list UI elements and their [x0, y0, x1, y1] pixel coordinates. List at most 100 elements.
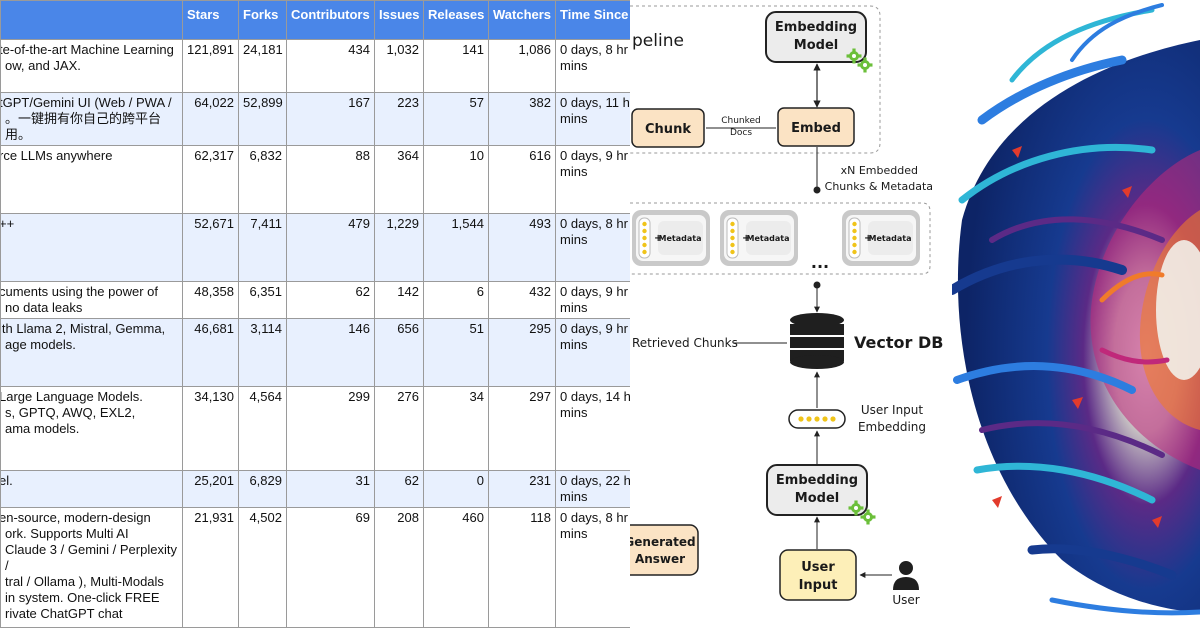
table-row[interactable]: cuments using the power of no data leaks…: [0, 281, 630, 319]
col-header-stars[interactable]: Stars: [182, 0, 239, 40]
table-row[interactable]: en-source, modern-design ork. Supports M…: [0, 507, 630, 628]
table-row[interactable]: Large Language Models. s, GPTQ, AWQ, EXL…: [0, 386, 630, 471]
cell-stars: 34,130: [182, 386, 239, 471]
cell-time-since-commit: 0 days, 22 h mins: [555, 470, 630, 508]
metadata-card[interactable]: + Metadata: [719, 209, 799, 267]
cell-releases: 460: [423, 507, 489, 628]
cell-contributors: 88: [286, 145, 375, 214]
cell-issues: 208: [374, 507, 424, 628]
cell-forks: 4,502: [238, 507, 287, 628]
cell-time-since-commit: 0 days, 9 hr mins: [555, 281, 630, 319]
svg-text:Metadata: Metadata: [659, 234, 702, 243]
cell-issues: 364: [374, 145, 424, 214]
cell-watchers: 493: [488, 213, 556, 282]
svg-text:Model: Model: [795, 491, 839, 506]
cell-watchers: 1,086: [488, 39, 556, 93]
cell-forks: 4,564: [238, 386, 287, 471]
col-header-contributors[interactable]: Contributors: [286, 0, 375, 40]
abstract-artwork: [952, 0, 1200, 630]
rag-pipeline-diagram: peline Embedding Model Chunk Chunked Doc…: [630, 0, 952, 630]
cell-time-since-commit: 0 days, 8 hr mins: [555, 39, 630, 93]
svg-text:Model: Model: [794, 38, 838, 53]
generated-answer-box[interactable]: Generated Answer: [630, 524, 699, 576]
cell-description: en-source, modern-design ork. Supports M…: [0, 507, 183, 628]
user-icon[interactable]: [893, 561, 919, 590]
svg-text:Chunk: Chunk: [645, 122, 691, 137]
metadata-card[interactable]: + Metadata: [631, 209, 711, 267]
artwork-accents: [992, 146, 1162, 528]
cell-stars: 52,671: [182, 213, 239, 282]
cell-issues: 223: [374, 92, 424, 146]
retrieved-chunks-label: Retrieved Chunks: [632, 336, 738, 350]
cell-stars: 21,931: [182, 507, 239, 628]
cell-issues: 142: [374, 281, 424, 319]
cell-watchers: 295: [488, 318, 556, 387]
diagram-canvas: peline Embedding Model Chunk Chunked Doc…: [630, 5, 943, 607]
metadata-card[interactable]: + Metadata: [841, 209, 921, 267]
vector-db-icon[interactable]: [790, 313, 844, 369]
cell-description: ++: [0, 213, 183, 282]
svg-text:Answer: Answer: [635, 552, 685, 566]
cell-releases: 57: [423, 92, 489, 146]
cell-stars: 48,358: [182, 281, 239, 319]
cell-description: te-of-the-art Machine Learning ow, and J…: [0, 39, 183, 93]
cell-time-since-commit: 0 days, 9 hr mins: [555, 145, 630, 214]
table-row[interactable]: tGPT/Gemini UI (Web / PWA / 。一键拥有你自己的跨平台…: [0, 92, 630, 146]
cell-issues: 276: [374, 386, 424, 471]
cell-description: rce LLMs anywhere: [0, 145, 183, 214]
chunked-docs-label: Docs: [730, 128, 752, 138]
cell-issues: 656: [374, 318, 424, 387]
embedded-note: xN Embedded: [841, 164, 918, 177]
cell-forks: 6,351: [238, 281, 287, 319]
cell-contributors: 62: [286, 281, 375, 319]
cell-releases: 6: [423, 281, 489, 319]
embedding-model-bottom-box[interactable]: Embedding Model: [766, 464, 868, 516]
cell-description: tGPT/Gemini UI (Web / PWA / 。一键拥有你自己的跨平台…: [0, 92, 183, 146]
cell-releases: 10: [423, 145, 489, 214]
embedding-model-top-box[interactable]: Embedding Model: [765, 11, 867, 63]
user-input-box[interactable]: User Input: [779, 549, 857, 601]
col-header-watchers[interactable]: Watchers: [488, 0, 556, 40]
col-header-description[interactable]: [0, 0, 183, 40]
cell-contributors: 69: [286, 507, 375, 628]
cell-forks: 6,829: [238, 470, 287, 508]
cell-description: Large Language Models. s, GPTQ, AWQ, EXL…: [0, 386, 183, 471]
table-row[interactable]: ith Llama 2, Mistral, Gemma, age models.…: [0, 318, 630, 387]
table-header-row: Stars Forks Contributors Issues Releases…: [0, 0, 630, 40]
table-row[interactable]: te-of-the-art Machine Learning ow, and J…: [0, 39, 630, 93]
cell-issues: 62: [374, 470, 424, 508]
chunk-box[interactable]: Chunk: [631, 108, 705, 148]
artwork-strands: [952, 3, 1200, 616]
svg-text:+: +: [742, 233, 750, 244]
col-header-time-since-commit[interactable]: Time Since Commit: [555, 0, 630, 40]
cell-stars: 121,891: [182, 39, 239, 93]
cell-forks: 7,411: [238, 213, 287, 282]
user-input-embedding-vector[interactable]: [788, 409, 846, 429]
svg-text:Input: Input: [799, 578, 838, 593]
cell-contributors: 31: [286, 470, 375, 508]
cell-time-since-commit: 0 days, 11 h mins: [555, 92, 630, 146]
cell-stars: 25,201: [182, 470, 239, 508]
col-header-releases[interactable]: Releases: [423, 0, 489, 40]
col-header-issues[interactable]: Issues: [374, 0, 424, 40]
col-header-forks[interactable]: Forks: [238, 0, 287, 40]
cell-contributors: 479: [286, 213, 375, 282]
cell-stars: 46,681: [182, 318, 239, 387]
repo-table: Stars Forks Contributors Issues Releases…: [0, 0, 630, 628]
cell-watchers: 616: [488, 145, 556, 214]
repo-table-panel: Stars Forks Contributors Issues Releases…: [0, 0, 630, 630]
cell-time-since-commit: 0 days, 9 hr mins: [555, 318, 630, 387]
cell-contributors: 167: [286, 92, 375, 146]
embed-box[interactable]: Embed: [777, 107, 855, 147]
cell-releases: 1,544: [423, 213, 489, 282]
cell-watchers: 231: [488, 470, 556, 508]
cell-time-since-commit: 0 days, 14 h mins: [555, 386, 630, 471]
cell-stars: 62,317: [182, 145, 239, 214]
cell-forks: 6,832: [238, 145, 287, 214]
cell-description: el.: [0, 470, 183, 508]
svg-text:Embedding: Embedding: [776, 473, 858, 488]
svg-text:Embedding: Embedding: [775, 20, 857, 35]
